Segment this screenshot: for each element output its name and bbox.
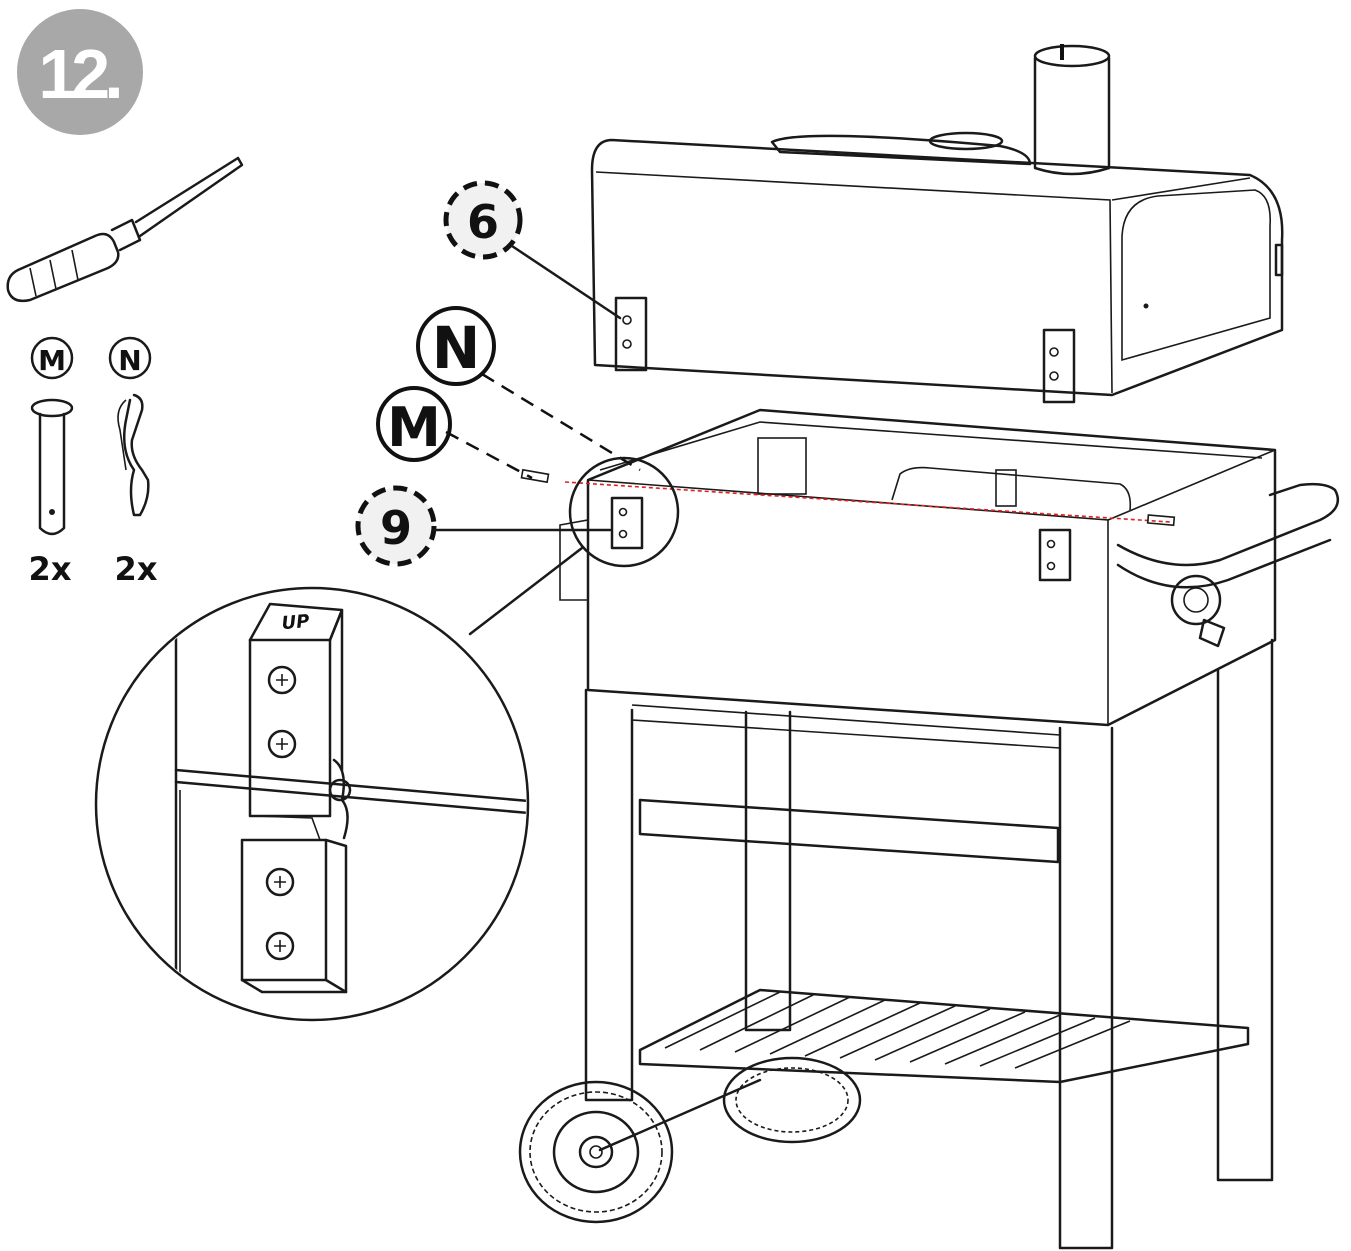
- grill-cart: [518, 408, 1340, 1250]
- grill-lid: [590, 44, 1284, 404]
- zoom-indicator: 9: [355, 456, 680, 636]
- svg-text:N: N: [432, 314, 481, 382]
- part-m-pin: M 2x: [29, 336, 74, 588]
- part-n-clip: N 2x: [108, 336, 158, 588]
- svg-text:N: N: [118, 344, 141, 377]
- up-label: UP: [281, 611, 311, 634]
- callout-lid-part: 6: [443, 180, 622, 320]
- hinge-detail: UP: [94, 586, 530, 1022]
- callout-pin: M: [376, 386, 550, 484]
- step-number: 12.: [38, 35, 119, 113]
- callout-clip: N: [416, 306, 641, 472]
- front-wheel: [518, 1080, 674, 1224]
- part-m-qty: 2x: [29, 550, 72, 588]
- step-badge: 12.: [17, 9, 143, 135]
- rear-wheel: [722, 1056, 862, 1144]
- svg-text:M: M: [387, 396, 441, 459]
- callout-hinge-part: 9: [380, 501, 412, 555]
- screwdriver-icon: [6, 156, 244, 303]
- svg-text:M: M: [38, 344, 66, 377]
- part-n-qty: 2x: [115, 550, 158, 588]
- svg-text:6: 6: [467, 195, 499, 249]
